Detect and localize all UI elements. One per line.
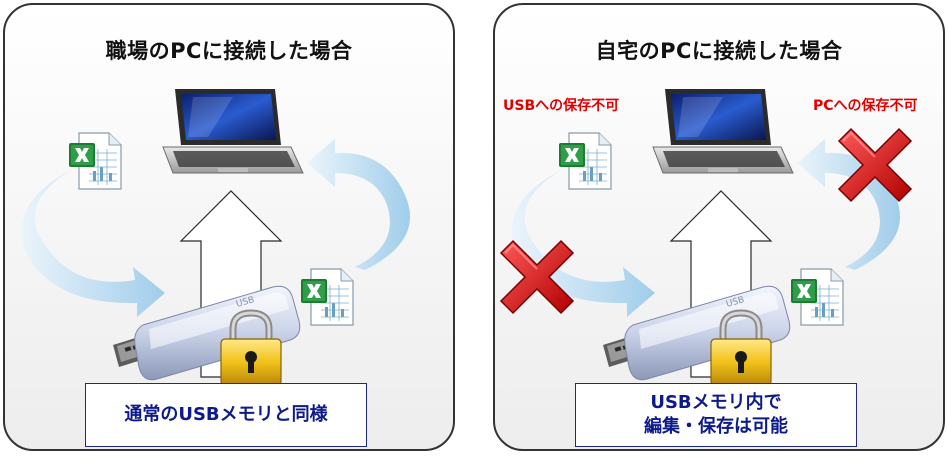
usb-drive-label: USB xyxy=(235,295,256,310)
right-panel-title: 自宅のPCに接続した場合 xyxy=(595,39,843,63)
left-caption: 通常のUSBメモリと同様 xyxy=(85,383,367,447)
left-caption-line: 通常のUSBメモリと同様 xyxy=(124,404,328,425)
left-panel: 職場のPCに接続した場合 USB 通常のUSBメモリと同様 xyxy=(3,3,455,451)
curved-arrow-icon xyxy=(307,139,410,270)
left-diagram: USB xyxy=(21,88,410,451)
laptop-icon xyxy=(162,88,304,174)
laptop-icon xyxy=(652,88,794,174)
excel-file-icon xyxy=(558,132,612,190)
usb-drive-label: USB xyxy=(725,295,746,310)
curved-arrow-icon xyxy=(511,170,655,317)
excel-file-icon xyxy=(68,132,122,190)
right-caption-line-2: 編集・保存は可能 xyxy=(644,416,788,437)
right-diagram: USB xyxy=(500,88,912,451)
warning-pc-save: PCへの保存不可 xyxy=(813,98,918,114)
excel-file-icon xyxy=(300,268,354,326)
right-panel: 自宅のPCに接続した場合 USBへの保存不可 PCへの保存不可 USB USBメ… xyxy=(493,3,945,451)
right-caption: USBメモリ内で 編集・保存は可能 xyxy=(575,383,857,447)
excel-file-icon xyxy=(790,268,844,326)
curved-arrow-icon xyxy=(21,170,165,317)
warning-usb-save: USBへの保存不可 xyxy=(503,98,620,114)
right-caption-line-1: USBメモリ内で xyxy=(650,392,782,413)
left-panel-title: 職場のPCに接続した場合 xyxy=(105,39,353,63)
